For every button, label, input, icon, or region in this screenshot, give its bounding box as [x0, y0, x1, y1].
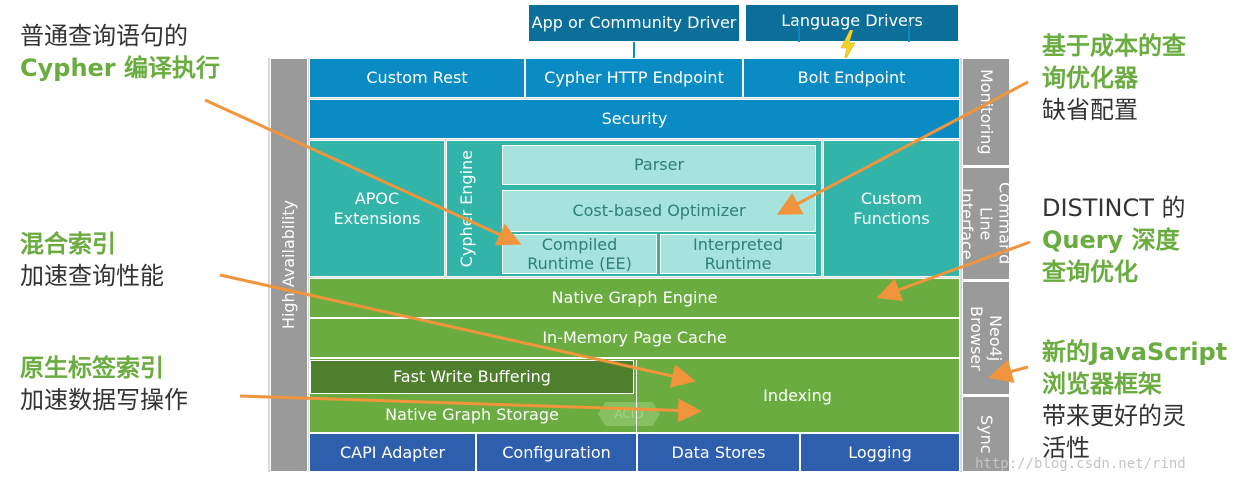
app-driver-label: App or Community Driver	[531, 13, 737, 32]
anno-cost-line3: 缺省配置	[1042, 96, 1138, 124]
security: Security	[309, 99, 960, 139]
logging-label: Logging	[848, 442, 912, 462]
data-stores-label: Data Stores	[671, 442, 766, 462]
driver-connector	[633, 42, 635, 58]
indexing-label: Indexing	[763, 386, 832, 405]
apoc-extensions: APOC Extensions	[309, 140, 445, 277]
custom-functions-label: Custom Functions	[853, 188, 930, 228]
watermark: http://blog.csdn.net/rind	[975, 456, 1186, 472]
security-label: Security	[601, 109, 668, 128]
anno-native-line1: 原生标签索引	[20, 354, 164, 382]
sync: Sync	[962, 396, 1010, 472]
logging: Logging	[800, 433, 960, 472]
anno-cost-line1: 基于成本的查	[1042, 32, 1186, 60]
annotation-native-label: 原生标签索引 加速数据写操作	[20, 352, 188, 416]
parser-label: Parser	[633, 155, 685, 174]
lightning-icon	[840, 30, 856, 64]
arrow-cypher-compile	[204, 98, 522, 246]
arrow-browser	[988, 359, 1029, 383]
cost-based-optimizer: Cost-based Optimizer	[502, 190, 816, 232]
anno-hybrid-line2: 加速查询性能	[20, 262, 164, 290]
interpreted-runtime-label: Interpreted Runtime	[692, 235, 784, 273]
configuration: Configuration	[476, 433, 637, 472]
parser: Parser	[502, 145, 816, 185]
interpreted-runtime: Interpreted Runtime	[660, 234, 816, 274]
anno-browser-line4: 活性	[1042, 434, 1090, 462]
fast-write-label: Fast Write Buffering	[393, 367, 551, 386]
anno-browser-prefix: 新的	[1042, 338, 1090, 366]
arrow-cost-optimizer	[776, 80, 1029, 215]
driver-connector-3	[908, 22, 910, 42]
cypher-http-label: Cypher HTTP Endpoint	[544, 68, 724, 87]
monitoring-label: Monitoring	[977, 69, 996, 155]
compiled-runtime: Compiled Runtime (EE)	[502, 234, 657, 274]
native-graph-engine: Native Graph Engine	[309, 278, 960, 318]
compiled-runtime-label: Compiled Runtime (EE)	[527, 235, 632, 273]
optimizer-label: Cost-based Optimizer	[572, 201, 746, 220]
bolt-label: Bolt Endpoint	[797, 68, 906, 87]
anno-cost-line2: 询优化器	[1042, 64, 1138, 92]
driver-connector-2	[798, 22, 800, 42]
anno-native-line2: 加速数据写操作	[20, 386, 188, 414]
native-graph-storage: Native Graph Storage	[310, 400, 634, 430]
anno-browser-js: JavaScript	[1090, 338, 1228, 366]
arrow-hybrid-index	[219, 273, 696, 388]
annotation-distinct: DISTINCT 的 Query 深度 查询优化	[1042, 192, 1186, 288]
arrow-distinct	[876, 240, 1031, 302]
anno-cypher-line1: 普通查询语句的	[20, 22, 188, 50]
command-line-interface: Command Line Interface	[958, 167, 1015, 280]
cypher-http-endpoint: Cypher HTTP Endpoint	[525, 58, 743, 98]
arrow-native-label	[239, 394, 702, 423]
native-graph-engine-label: Native Graph Engine	[551, 288, 718, 307]
custom-functions: Custom Functions	[823, 140, 960, 277]
anno-cypher-line2: Cypher 编译执行	[20, 54, 220, 82]
anno-hybrid-line1: 混合索引	[20, 230, 116, 258]
anno-distinct-line3: 查询优化	[1042, 258, 1138, 286]
capi-adapter: CAPI Adapter	[309, 433, 476, 472]
anno-browser-line2: 浏览器框架	[1042, 370, 1162, 398]
data-stores: Data Stores	[637, 433, 800, 472]
language-drivers: Language Drivers	[745, 4, 959, 42]
apoc-label: APOC Extensions	[333, 188, 421, 228]
annotation-cypher-compile: 普通查询语句的 Cypher 编译执行	[20, 20, 220, 84]
custom-rest-label: Custom Rest	[366, 68, 468, 87]
cli-label: Command Line Interface	[957, 182, 1015, 265]
annotation-cost-optimizer: 基于成本的查 询优化器 缺省配置	[1042, 30, 1186, 126]
annotation-hybrid-index: 混合索引 加速查询性能	[20, 228, 164, 292]
anno-distinct-line1: DISTINCT 的	[1042, 194, 1186, 222]
anno-distinct-line2: Query 深度	[1042, 226, 1180, 254]
indexing: Indexing	[636, 360, 958, 432]
anno-browser-line3: 带来更好的灵	[1042, 402, 1186, 430]
custom-rest: Custom Rest	[309, 58, 525, 98]
fast-write-buffering: Fast Write Buffering	[310, 360, 634, 394]
native-storage-label: Native Graph Storage	[385, 405, 559, 424]
in-memory-page-cache: In-Memory Page Cache	[309, 318, 960, 358]
capi-label: CAPI Adapter	[339, 442, 446, 462]
bolt-endpoint: Bolt Endpoint	[743, 58, 960, 98]
sync-label: Sync	[977, 414, 996, 454]
browser-label: Neo4j Browser	[967, 305, 1005, 371]
app-community-driver: App or Community Driver	[528, 4, 740, 42]
high-availability: High Availability	[270, 58, 308, 472]
language-drivers-label: Language Drivers	[781, 11, 923, 30]
page-cache-label: In-Memory Page Cache	[542, 328, 727, 347]
configuration-label: Configuration	[502, 442, 611, 462]
annotation-browser-js: 新的JavaScript 浏览器框架 带来更好的灵 活性	[1042, 336, 1227, 464]
